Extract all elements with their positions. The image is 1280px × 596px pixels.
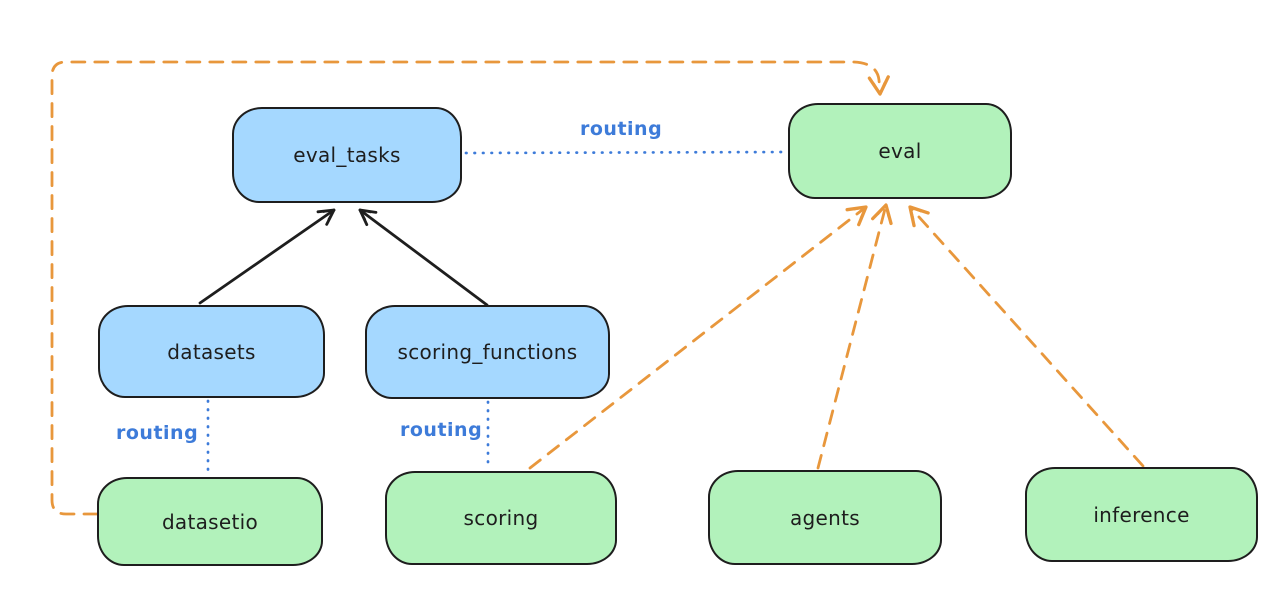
node-label: scoring: [463, 506, 539, 530]
edge-scoring-to-eval: [528, 205, 868, 470]
edge-scoring-functions-to-eval-tasks: [358, 208, 489, 307]
node-label: eval: [878, 139, 922, 163]
node-label: eval_tasks: [293, 143, 401, 167]
node-scoring-functions: scoring_functions: [365, 305, 610, 399]
edge-datasetio-to-eval-loop: [50, 60, 890, 516]
node-datasets: datasets: [98, 305, 325, 398]
node-label: datasetio: [161, 509, 259, 534]
node-scoring: scoring: [385, 471, 617, 565]
edge-agents-to-eval: [816, 203, 893, 470]
edge-inference-to-eval: [908, 205, 1145, 468]
node-label: inference: [1093, 502, 1190, 527]
node-label: scoring_functions: [397, 340, 578, 364]
node-agents: agents: [708, 470, 942, 565]
edge-datasets-to-eval-tasks: [198, 208, 336, 305]
edge-eval-tasks-to-eval-routing: [464, 150, 788, 155]
edge-label-routing-datasets-datasetio: routing: [116, 422, 199, 444]
node-label: datasets: [167, 339, 256, 364]
node-inference: inference: [1025, 467, 1258, 562]
node-label: agents: [790, 505, 860, 530]
node-eval: eval: [788, 103, 1012, 199]
edge-label-routing-eval-tasks-eval: routing: [580, 118, 663, 140]
node-datasetio: datasetio: [97, 477, 323, 566]
node-eval-tasks: eval_tasks: [232, 107, 462, 203]
edge-label-routing-scoring-functions-scoring: routing: [400, 419, 483, 441]
